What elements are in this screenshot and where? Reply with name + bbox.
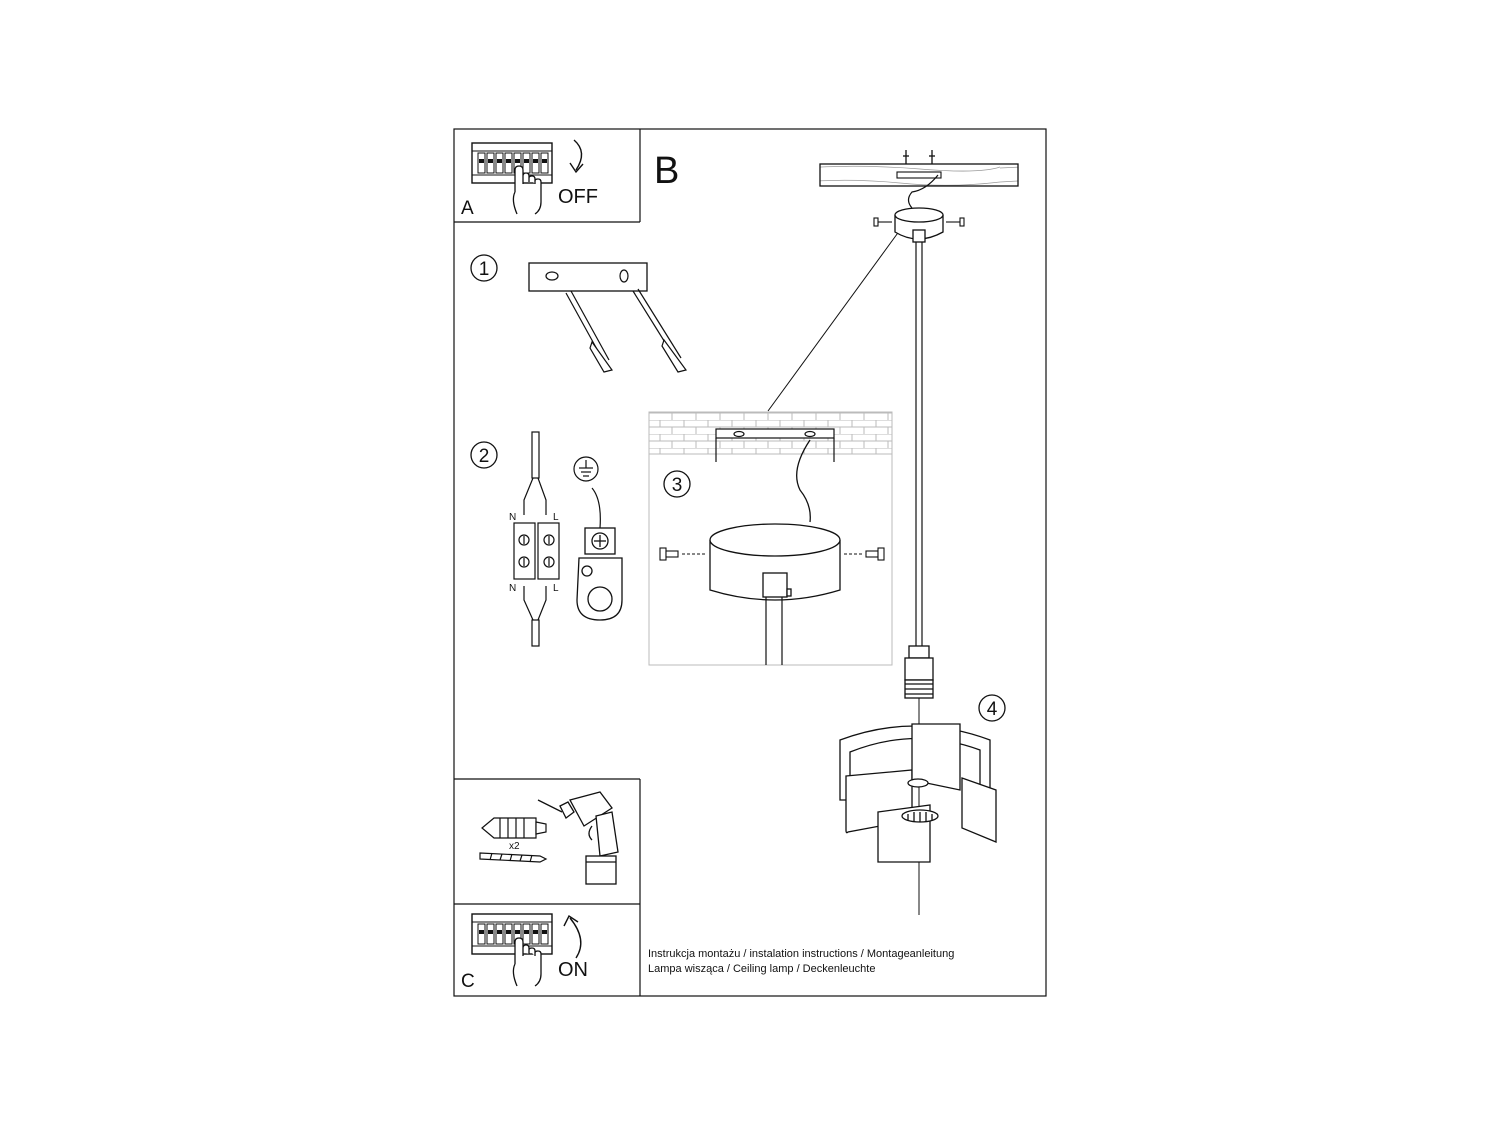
terminal-block <box>513 522 560 580</box>
screw-icon <box>479 852 548 863</box>
panel-c-letter: C <box>461 971 475 992</box>
curved-arrow-up-icon <box>563 914 582 959</box>
power-off-label: OFF <box>558 186 598 208</box>
panel-b-letter: B <box>654 150 679 192</box>
side-screw-icon <box>659 547 706 561</box>
mounting-bracket <box>528 262 648 292</box>
step-3-detail: 3 <box>648 229 901 666</box>
step-1-number: 1 <box>479 259 490 280</box>
step-2-number: 2 <box>479 446 490 467</box>
drill-icon <box>537 791 619 885</box>
ceiling-bracket <box>715 428 835 462</box>
lamp-socket <box>904 645 934 699</box>
step-2-badge <box>470 441 498 469</box>
screw-icon <box>632 288 688 373</box>
lamp-shade <box>839 723 997 863</box>
power-cable <box>523 431 547 647</box>
live-label-top: L <box>553 512 559 523</box>
breaker-panel-icon <box>471 913 553 955</box>
caption-line-2: Lampa wisząca / Ceiling lamp / Deckenleu… <box>648 963 876 975</box>
lamp-assembly: 4 <box>819 150 1019 915</box>
step-1-badge <box>470 254 498 282</box>
panel-drill-hardware: x2 <box>479 791 619 885</box>
panel-a-letter: A <box>461 198 474 219</box>
step-2: 2 N L N L <box>470 431 623 647</box>
ground-symbol-icon <box>573 456 599 482</box>
step-3-badge <box>663 470 691 498</box>
power-on-label: ON <box>558 959 588 981</box>
instructions-caption: Instrukcja montażu / instalation instruc… <box>648 947 954 977</box>
sheet-frame <box>453 128 1047 997</box>
detail-leader-line <box>767 229 901 412</box>
ceiling-canopy <box>709 523 841 601</box>
quantity-label: x2 <box>509 841 520 852</box>
wall-plug-icon <box>481 817 547 839</box>
step-4-badge <box>978 694 1006 722</box>
breaker-panel-icon <box>471 142 553 184</box>
neutral-label-bottom: N <box>509 583 516 594</box>
side-screw-icon <box>844 547 885 561</box>
small-screw-icon <box>873 217 965 227</box>
screw-icon <box>565 290 614 373</box>
step-4-number: 4 <box>987 699 998 720</box>
neutral-label-top: N <box>509 512 516 523</box>
panel-c-power-on: C ON <box>461 913 588 992</box>
small-canopy <box>894 207 944 243</box>
caption-line-1: Instrukcja montażu / instalation instruc… <box>648 948 955 960</box>
panel-a-power-off: A OFF <box>461 139 598 219</box>
step-1: 1 <box>470 254 688 373</box>
ground-terminal <box>576 527 623 621</box>
curved-arrow-down-icon <box>569 139 584 174</box>
live-label-bottom: L <box>553 583 559 594</box>
step-3-number: 3 <box>672 475 683 496</box>
